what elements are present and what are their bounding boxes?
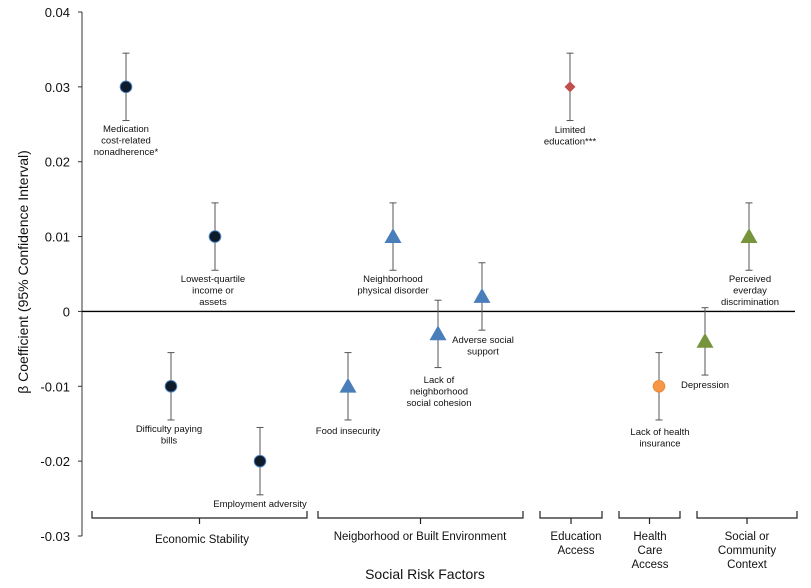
x-axis-title: Social Risk Factors <box>365 566 485 582</box>
group-label-line: Care <box>638 545 663 557</box>
y-tick-label: -0.03 <box>40 529 70 544</box>
group-label-line: Context <box>727 559 767 571</box>
y-tick-label: 0.03 <box>45 80 70 95</box>
point-label-line: Adverse social <box>452 335 514 346</box>
point-markers <box>119 80 758 468</box>
y-tick-label: -0.01 <box>40 379 70 394</box>
point-label-line: cost-related <box>101 136 151 147</box>
point-label-line: assets <box>199 297 227 308</box>
group-label: Economic Stability <box>155 534 249 546</box>
group-label-line: Economic Stability <box>155 534 249 546</box>
point-marker <box>429 325 447 341</box>
point-label: Food insecurity <box>316 426 381 437</box>
point-label-line: education*** <box>544 137 597 148</box>
group-label-line: Social or <box>725 531 770 543</box>
point-label-line: Lack of <box>424 375 455 386</box>
group-label-line: Access <box>557 545 594 557</box>
point-label-line: Difficulty paying <box>136 424 202 435</box>
point-marker <box>740 228 758 243</box>
point-marker <box>164 379 178 393</box>
y-tick-label: 0 <box>63 304 70 319</box>
point-marker <box>384 228 402 243</box>
group-bracket <box>91 511 308 524</box>
group-label: Neigborhood or Built Environment <box>334 531 507 543</box>
point-label-line: physical disorder <box>357 286 428 297</box>
y-axis-title: β Coefficient (95% Confidence Interval) <box>15 150 31 394</box>
group-label-line: Neigborhood or Built Environment <box>334 531 507 543</box>
y-tick-label: -0.02 <box>40 454 70 469</box>
point-label-line: income or <box>192 286 234 297</box>
point-label-line: Perceived <box>729 274 771 285</box>
point-label-line: Depression <box>681 380 729 391</box>
point-label-line: Lack of health <box>630 427 689 438</box>
point-marker <box>473 287 491 303</box>
point-label-line: social cohesion <box>407 398 472 409</box>
point-label-line: nonadherence* <box>94 147 159 158</box>
point-marker <box>119 80 133 94</box>
point-label-line: support <box>467 347 499 358</box>
point-label: Employment adversity <box>213 499 307 510</box>
point-marker <box>253 454 267 468</box>
y-tick-label: 0.01 <box>45 230 70 245</box>
point-marker <box>652 379 666 393</box>
point-label-line: Lowest-quartile <box>181 274 245 285</box>
group-bracket <box>539 511 603 524</box>
point-label-line: Food insecurity <box>316 426 381 437</box>
point-label-line: neighborhood <box>410 387 468 398</box>
group-bracket <box>618 511 681 524</box>
point-label-line: everday <box>733 286 767 297</box>
point-label: Depression <box>681 380 729 391</box>
point-label-line: discrimination <box>721 297 779 308</box>
point-label-line: insurance <box>639 439 680 450</box>
group-label-line: Education <box>550 531 601 543</box>
group-brackets <box>91 511 798 524</box>
point-label-line: bills <box>161 436 178 447</box>
group-label-line: Access <box>631 559 668 571</box>
point-label-line: Medication <box>103 124 149 135</box>
y-ticks: -0.03 -0.02 -0.01 0 0.01 0.02 0.03 0.04 <box>40 5 82 544</box>
group-bracket <box>317 511 524 524</box>
point-label-line: Neighborhood <box>363 274 423 285</box>
point-label-line: Employment adversity <box>213 499 307 510</box>
point-marker <box>208 230 222 243</box>
group-label-line: Health <box>633 531 666 543</box>
point-marker <box>696 332 714 348</box>
point-marker <box>339 377 357 393</box>
y-tick-label: 0.04 <box>45 5 70 20</box>
group-bracket <box>696 511 798 524</box>
y-tick-label: 0.02 <box>45 155 70 170</box>
point-marker <box>564 81 576 93</box>
group-labels: Economic Stability Neigborhood or Built E… <box>155 531 776 571</box>
group-label-line: Community <box>718 545 776 557</box>
point-label-line: Limited <box>555 125 586 136</box>
